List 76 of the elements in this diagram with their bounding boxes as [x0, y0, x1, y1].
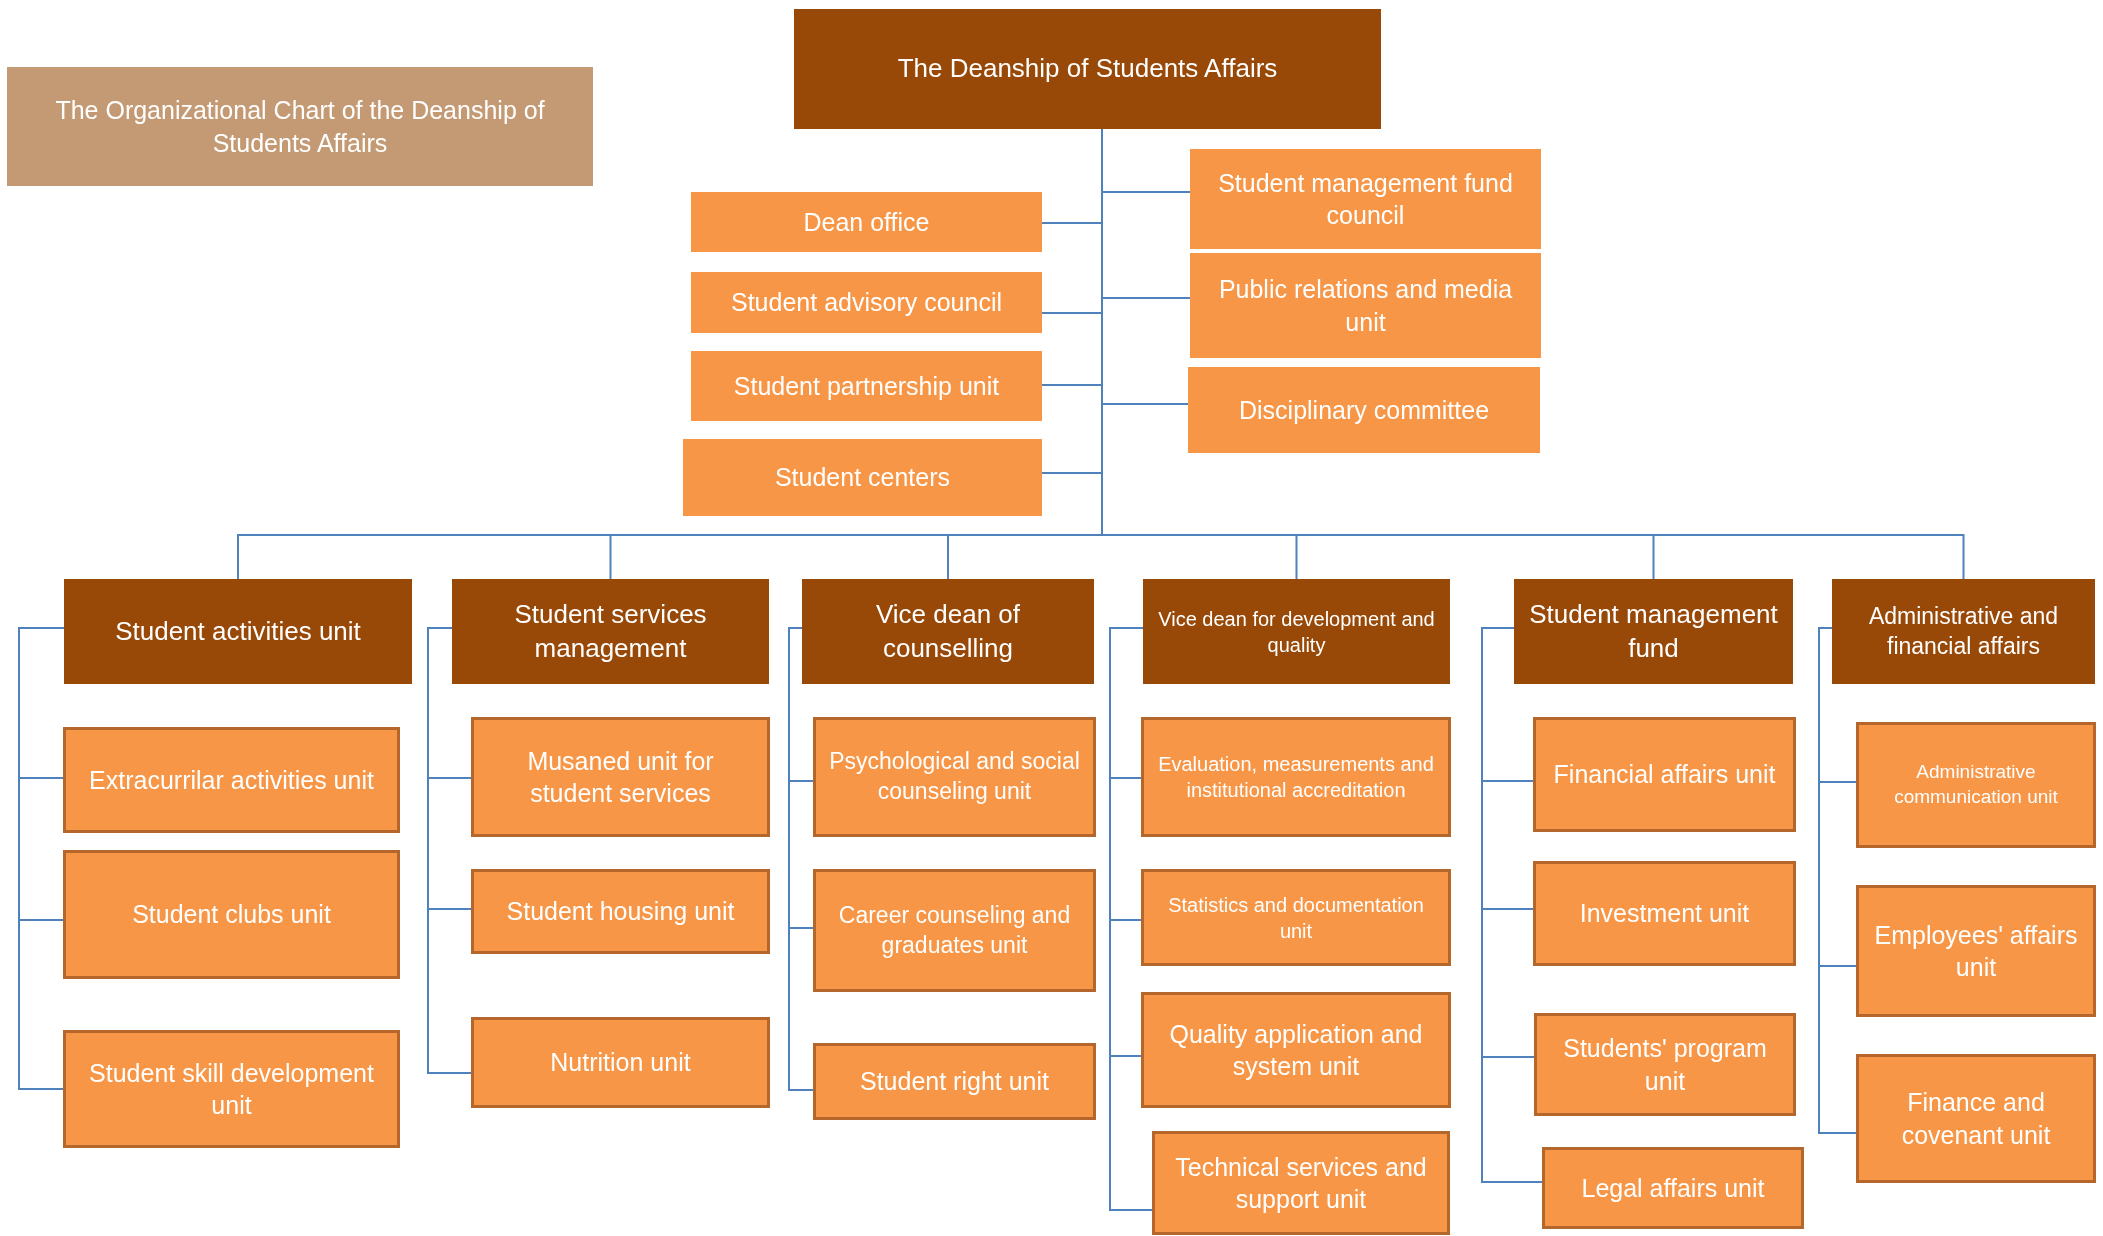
connector-line: [1109, 627, 1153, 1211]
unit-box: [691, 272, 1042, 333]
unit-label: Extracurrilar activities unit: [89, 764, 374, 796]
unit-box: [63, 727, 400, 833]
unit-label: Student management fund: [1528, 597, 1779, 665]
unit-box: [1141, 992, 1451, 1108]
unit-label: Vice dean of counselling: [874, 597, 1022, 665]
unit-label: Student services management: [513, 597, 708, 665]
unit-label: Quality application and system unit: [1168, 1018, 1424, 1082]
department-box: [1832, 579, 2095, 684]
unit-label: Dean office: [803, 206, 930, 238]
unit-box: [691, 351, 1042, 421]
unit-label: Psychological and social counseling unit: [828, 747, 1081, 806]
unit-box: [1542, 1147, 1804, 1229]
unit-label: Employees' affairs unit: [1873, 919, 2079, 983]
unit-box: [813, 869, 1096, 992]
unit-label: Student centers: [774, 462, 951, 494]
title-box: [7, 67, 593, 186]
chart-title: The Organizational Chart of the Deanship of Students Affairs: [54, 95, 546, 159]
connector-line: [18, 627, 65, 1090]
unit-label: Student partnership unit: [733, 370, 1000, 402]
unit-label: Disciplinary committee: [1238, 394, 1490, 426]
unit-label: Student management fund council: [1217, 167, 1514, 231]
department-box: [1514, 579, 1793, 684]
connector-line: [427, 627, 472, 1074]
unit-label: Evaluation, measurements and institutional accreditation: [1157, 752, 1435, 803]
unit-label: Statistics and documentation unit: [1167, 892, 1425, 944]
unit-box: [1190, 149, 1541, 249]
unit-box: [1141, 869, 1451, 966]
unit-label: Investment unit: [1579, 898, 1750, 930]
department-box: [1143, 579, 1450, 684]
unit-label: Vice dean for development and quality: [1157, 606, 1436, 658]
unit-label: Musaned unit for student services: [526, 745, 715, 809]
unit-box: [471, 1017, 770, 1108]
unit-label: The Deanship of Students Affairs: [897, 52, 1278, 86]
unit-box: [683, 439, 1042, 516]
unit-label: Student right unit: [860, 1066, 1049, 1098]
unit-label: Nutrition unit: [550, 1047, 691, 1079]
unit-box: [813, 1043, 1096, 1120]
top-box: [794, 9, 1381, 129]
unit-label: Student housing unit: [506, 896, 735, 928]
unit-label: Student advisory council: [731, 287, 1002, 319]
unit-box: [1856, 885, 2096, 1017]
unit-label: Student clubs unit: [132, 899, 331, 931]
unit-box: [1190, 253, 1541, 358]
connector-line: [1818, 627, 1857, 1134]
unit-label: Legal affairs unit: [1581, 1172, 1765, 1204]
connector-line: [1481, 627, 1543, 1183]
unit-box: [1188, 367, 1540, 453]
unit-label: Public relations and media unit: [1217, 274, 1514, 338]
unit-box: [813, 717, 1096, 837]
unit-box: [1533, 717, 1796, 832]
unit-box: [1141, 717, 1451, 837]
unit-label: Career counseling and graduates unit: [837, 900, 1072, 960]
connector-line: [788, 627, 814, 1091]
unit-label: Finance and covenant unit: [1900, 1087, 2052, 1151]
unit-box: [1533, 861, 1796, 966]
unit-box: [691, 192, 1042, 252]
unit-label: Student skill development unit: [88, 1057, 375, 1121]
unit-label: Student activities unit: [115, 614, 361, 648]
unit-label: Administrative communication unit: [1893, 760, 2059, 809]
unit-label: Technical services and support unit: [1174, 1151, 1428, 1215]
unit-box: [1152, 1131, 1450, 1235]
unit-label: Administrative and financial affairs: [1867, 601, 2060, 661]
unit-label: Financial affairs unit: [1553, 759, 1776, 791]
unit-box: [471, 869, 770, 954]
department-box: [64, 579, 412, 684]
unit-box: [63, 1030, 400, 1148]
unit-box: [1856, 722, 2096, 848]
unit-box: [471, 717, 770, 837]
department-box: [802, 579, 1094, 684]
unit-label: Students' program unit: [1562, 1033, 1768, 1097]
unit-box: [1534, 1013, 1796, 1116]
department-box: [452, 579, 769, 684]
unit-box: [63, 850, 400, 979]
unit-box: [1856, 1054, 2096, 1183]
